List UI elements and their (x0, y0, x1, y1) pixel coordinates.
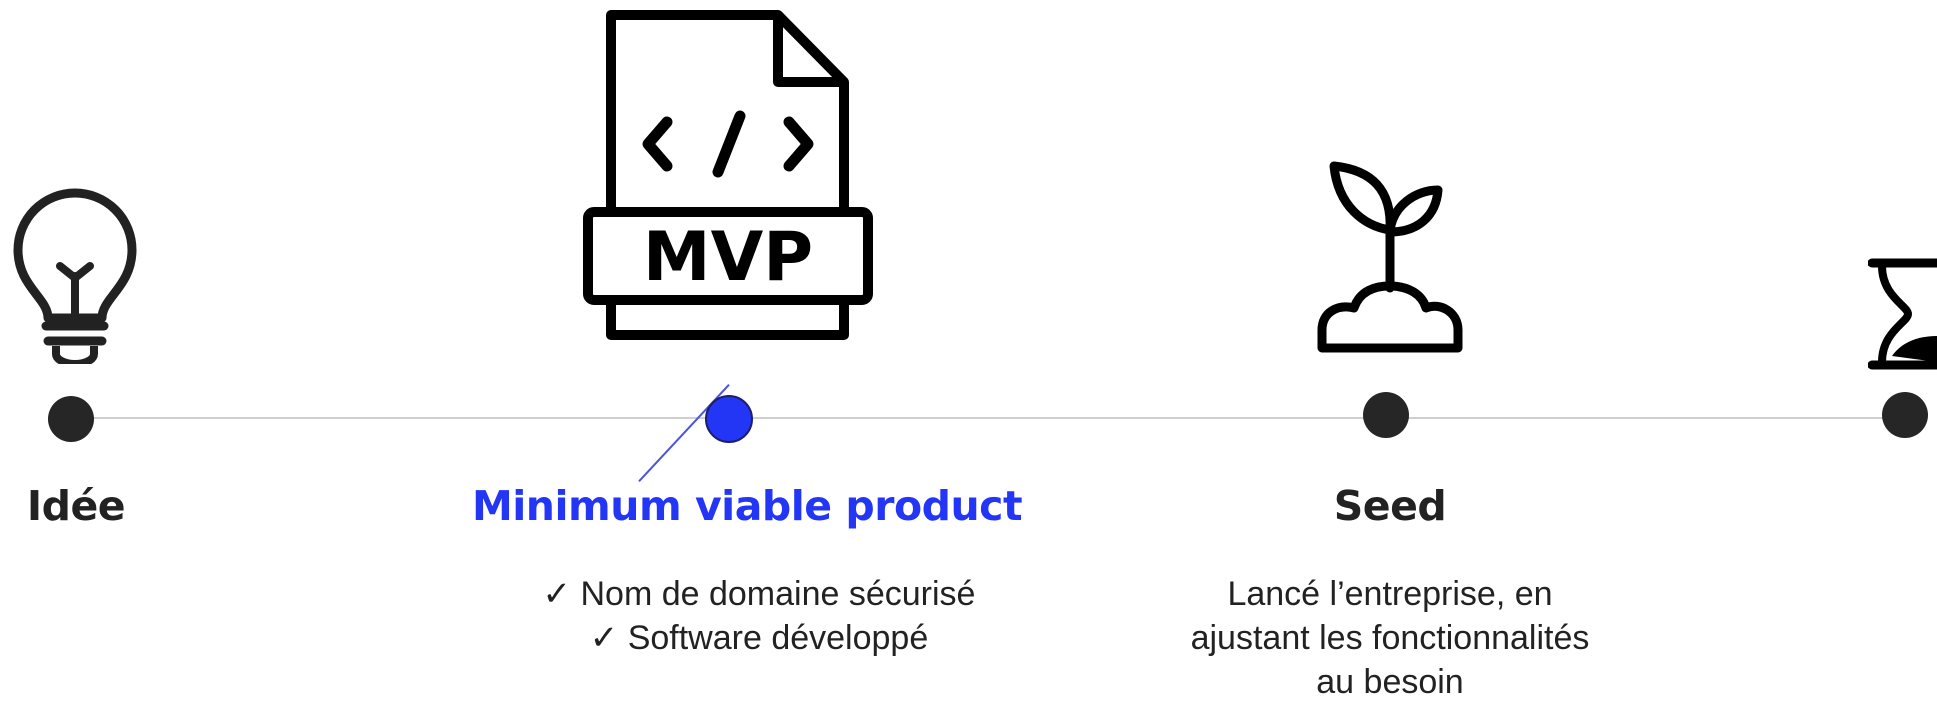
stage-checklist-mvp: ✓ Nom de domaine sécurisé ✓ Software dév… (543, 572, 976, 660)
sprout-icon (1317, 161, 1463, 353)
stage-label-mvp: Minimum viable product (471, 482, 1023, 530)
timeline-dot-next (1882, 392, 1928, 438)
hourglass-icon (1868, 258, 1937, 370)
lightbulb-icon (13, 188, 137, 364)
mvp-icon-text: MVP (643, 218, 813, 297)
check-icon: ✓ (542, 575, 572, 613)
mvp-file-icon: MVP (583, 10, 873, 340)
timeline-dot-mvp (705, 395, 753, 443)
stage-label-seed: Seed (1333, 482, 1447, 530)
timeline-dot-seed (1363, 392, 1409, 438)
stage-label-idee: Idée (26, 482, 126, 530)
timeline-line (72, 417, 1912, 419)
checklist-item: ✓ Software développé (589, 619, 929, 657)
stage-description-seed: Lancé l’entreprise, en ajustant les fonc… (1190, 575, 1590, 701)
timeline-dot-idee (48, 396, 94, 442)
check-icon: ✓ (589, 619, 619, 657)
checklist-item: ✓ Nom de domaine sécurisé (542, 575, 976, 613)
